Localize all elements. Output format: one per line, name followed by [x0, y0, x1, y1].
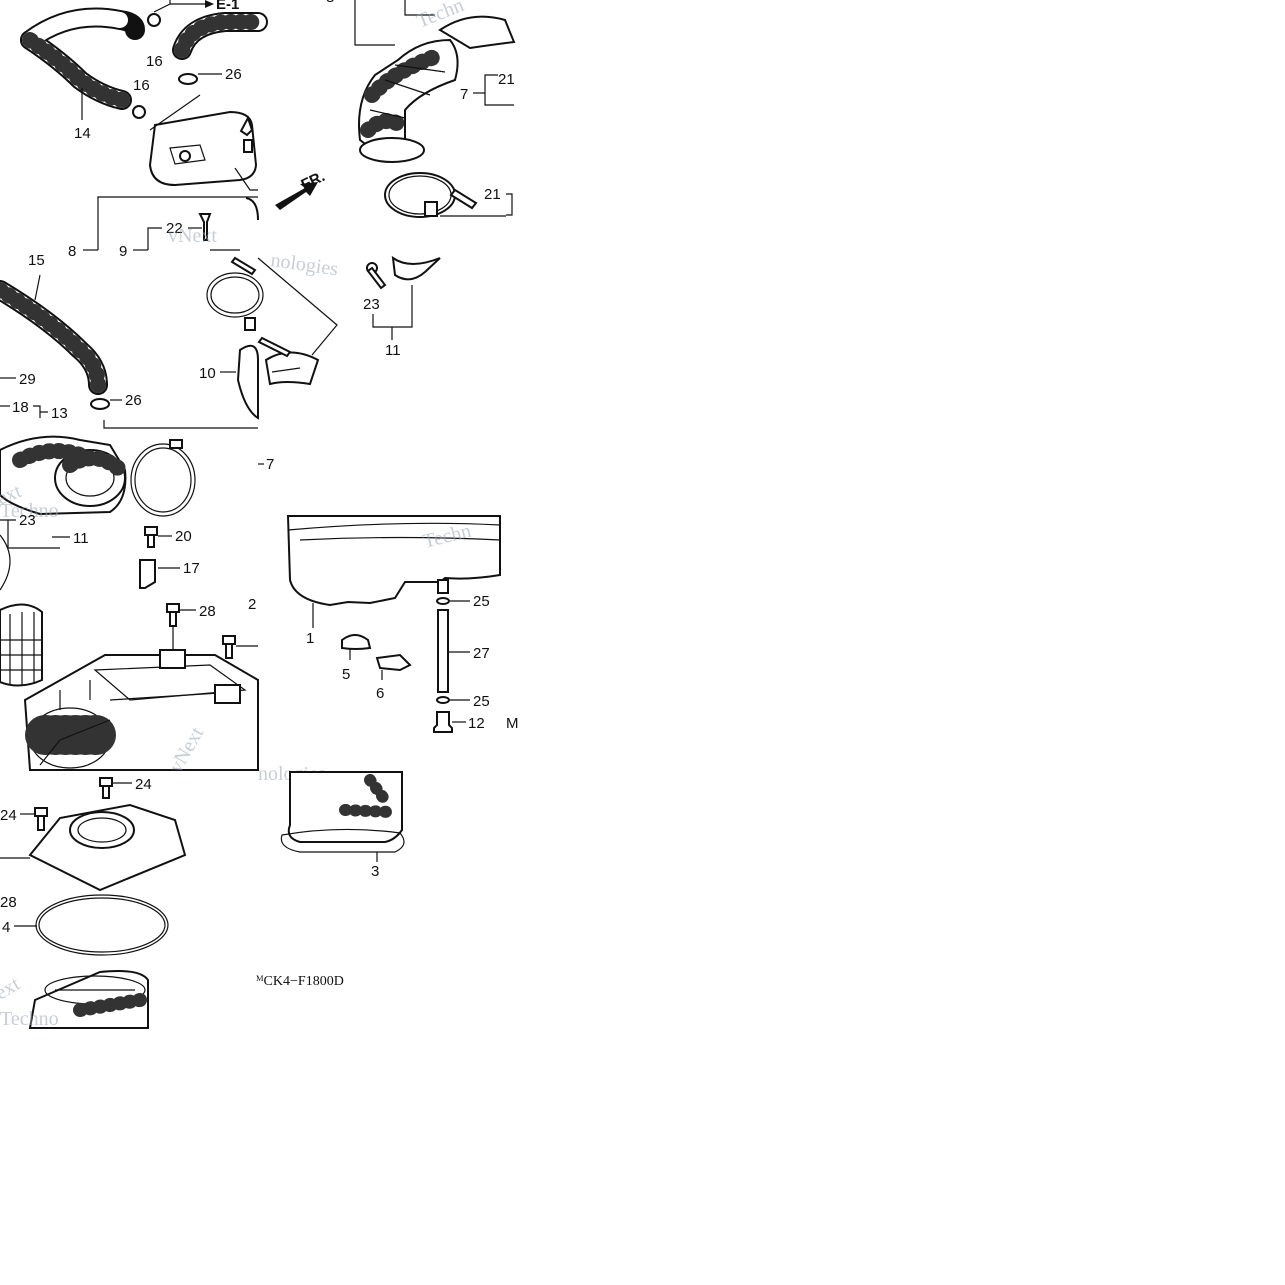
hose-clamp-icon [384, 172, 456, 218]
label-3: 3 [371, 863, 379, 880]
label-16b: 16 [133, 77, 150, 94]
watermark: nologies [269, 249, 339, 280]
label-25b: 25 [473, 693, 490, 710]
label-9: 9 [119, 243, 127, 260]
screw-icon [449, 188, 478, 210]
label-6: 6 [376, 685, 384, 702]
tile-bottom-left: 24 24 28 4 ext Techno [0, 776, 187, 1030]
watermark: ext [0, 973, 24, 1004]
clamp-icon [436, 696, 450, 704]
label-28b: 28 [0, 894, 17, 911]
tile-lower-left: 7 ext [0, 435, 274, 517]
bolt-icon [99, 777, 113, 799]
clip-icon [341, 634, 372, 650]
watermark: vNext [168, 225, 217, 247]
drain-tube [437, 609, 449, 693]
label-21b: 21 [484, 186, 501, 203]
label-26: 26 [225, 66, 242, 83]
label-29: 29 [19, 371, 36, 388]
air-filter [28, 970, 149, 1029]
label-23: 23 [363, 296, 380, 313]
label-15: 15 [28, 252, 45, 269]
label-5: 5 [342, 666, 350, 683]
label-23b: 23 [19, 512, 36, 529]
label-11: 11 [385, 342, 401, 359]
tile-mid-middle: nologies 23 11 [257, 249, 441, 386]
arrow-icon [205, 0, 214, 8]
gasket [35, 894, 169, 956]
tile-bottom-middle: nologies 3 ᴹCK4−F1800D [256, 763, 405, 989]
label-m: M [506, 715, 519, 732]
diagram-code: ᴹCK4−F1800D [256, 974, 344, 989]
tile-filter-housing: Techn 1 5 6 25 27 25 12 M [286, 515, 519, 733]
label-21: 21 [498, 71, 515, 88]
bolt-icon [34, 807, 48, 831]
label-27: 27 [473, 645, 490, 662]
breather-box [148, 110, 258, 187]
bolt-icon [198, 213, 212, 241]
screw-icon [257, 336, 292, 358]
label-17: 17 [183, 560, 200, 577]
air-cleaner-case [23, 649, 259, 771]
label-2: 2 [248, 596, 256, 613]
tile-mid-left: 15 29 18 13 26 10 [0, 249, 264, 429]
label-11b: 11 [73, 530, 89, 547]
plug-icon [433, 711, 453, 733]
tile-top-left: E-1 16 16 26 14 8 9 22 vNext [20, 0, 268, 260]
label-4: 4 [2, 919, 10, 936]
cover-plate [28, 803, 187, 892]
label-28: 28 [199, 603, 216, 620]
clip-icon [375, 653, 412, 672]
washer-icon [90, 398, 110, 410]
label-22: 22 [166, 220, 183, 237]
bolt-icon [166, 603, 180, 627]
label-20: 20 [175, 528, 192, 545]
bolt-icon [222, 635, 236, 659]
label-14: 14 [74, 125, 91, 142]
label-26b: 26 [125, 392, 142, 409]
clamp-icon [391, 255, 441, 281]
label-18: 18 [12, 399, 29, 416]
ref-marker: E-1 [216, 0, 239, 13]
label-24: 24 [135, 776, 152, 793]
bolt-icon [144, 526, 158, 548]
clamp-icon [132, 13, 198, 119]
front-arrow-icon [275, 182, 318, 210]
label-25: 25 [473, 593, 490, 610]
label-24b: 24 [0, 807, 17, 824]
label-13: 13 [51, 405, 68, 422]
clamp-icon [436, 597, 450, 605]
label-7b: 7 [266, 456, 274, 473]
label-8: 8 [68, 243, 76, 260]
label-10: 10 [199, 365, 216, 382]
label-16: 16 [146, 53, 163, 70]
label-12: 12 [468, 715, 485, 732]
tile-airbox: Techno 23 11 20 17 28 2 [0, 500, 259, 777]
label-1: 1 [306, 630, 314, 647]
watermark: Techno [0, 1008, 59, 1030]
hose-clamp-icon [206, 256, 264, 331]
watermark: Techno [0, 500, 59, 522]
label-7: 7 [460, 86, 468, 103]
hose-clamp-icon [130, 443, 196, 517]
label-8-top: 8 [326, 0, 334, 6]
tile-top-middle: 8 Techn 7 21 21 FR. [275, 0, 516, 218]
bracket-icon [139, 559, 156, 589]
front-marker: FR. [299, 168, 328, 194]
